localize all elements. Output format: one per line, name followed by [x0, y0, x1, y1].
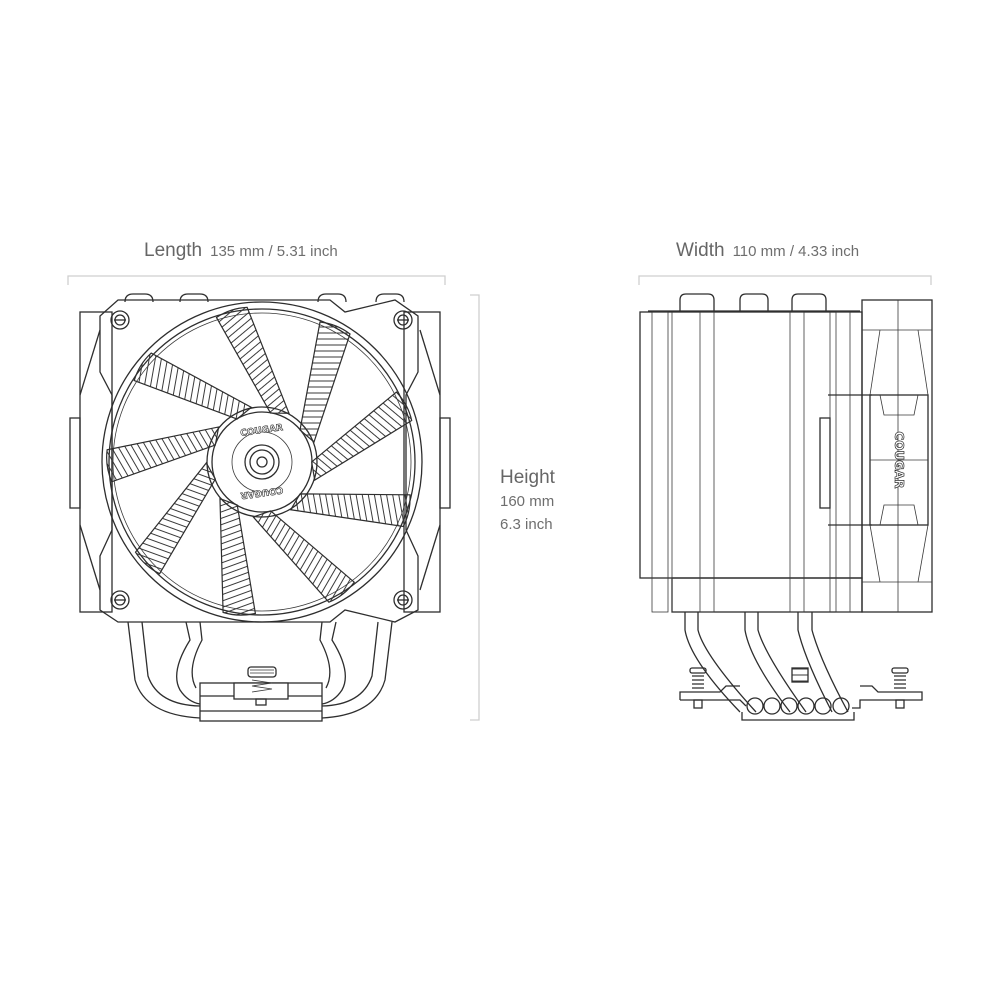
height-value-mm: 160 mm — [500, 493, 555, 510]
width-title: Width — [676, 240, 725, 261]
side-mounting-base — [679, 667, 923, 721]
side-fan: COUGAR — [861, 299, 933, 613]
length-title: Length — [144, 240, 203, 261]
width-bracket — [638, 275, 932, 285]
length-bracket — [67, 275, 446, 285]
side-fan-logo: COUGAR — [892, 431, 906, 488]
length-value: 135 mm / 5.31 inch — [210, 243, 338, 260]
fan-blades — [96, 297, 421, 625]
front-heatpipes — [127, 621, 393, 719]
hub-logo-bottom: COUGAR — [240, 484, 284, 500]
front-view-drawing: COUGAR COUGAR — [69, 293, 451, 722]
length-label: Length 135 mm / 5.31 inch — [144, 240, 338, 262]
fan-hub: COUGAR COUGAR — [206, 406, 318, 518]
width-label: Width 110 mm / 4.33 inch — [676, 240, 859, 262]
side-view-drawing: COUGAR — [639, 293, 933, 721]
height-value-inch: 6.3 inch — [500, 516, 553, 533]
fan-screw-icon — [110, 310, 413, 610]
height-title: Height — [500, 467, 555, 488]
hub-logo-top: COUGAR — [240, 423, 284, 439]
height-bracket — [470, 294, 480, 721]
side-heatpipe-columns — [651, 311, 851, 613]
side-heatpipes — [684, 612, 850, 715]
height-label: Height 160 mm 6.3 inch — [500, 466, 555, 536]
width-value: 110 mm / 4.33 inch — [732, 243, 860, 260]
mounting-base — [199, 666, 323, 722]
